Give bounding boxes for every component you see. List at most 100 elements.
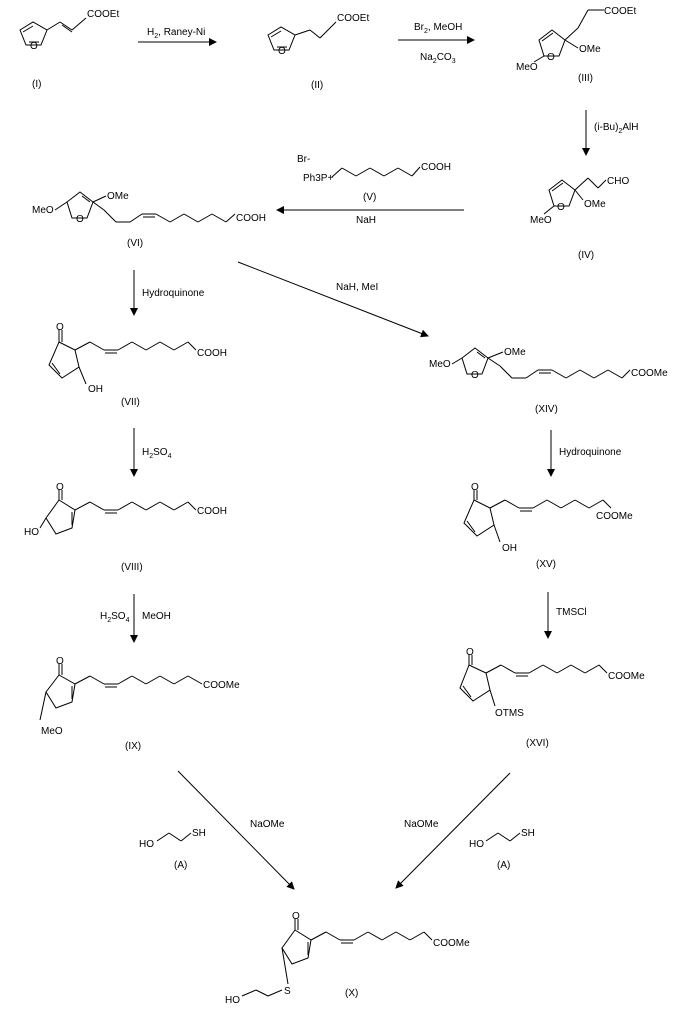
compound-IX: O COOMe MeO (IX) <box>39 656 240 752</box>
compound-VIII: O COOH HO (VIII) <box>24 482 227 573</box>
group-S-X: S <box>284 986 291 997</box>
group-COOH-V: COOH <box>421 162 451 173</box>
group-OTMS-XVI: OTMS <box>495 708 524 719</box>
compound-label-A-left: (A) <box>174 860 187 871</box>
compound-XIV: O OMe MeO COOMe (XIV) <box>429 347 668 415</box>
compound-A-right-structure <box>485 832 521 842</box>
compound-XV: O COOMe OH (XV) <box>463 482 633 570</box>
reagent-NaH: NaH <box>356 215 376 226</box>
compound-label-III: (III) <box>578 73 593 84</box>
group-OMe-XIV: OMe <box>504 347 526 358</box>
compound-X-structure <box>241 919 433 997</box>
compound-label-X: (X) <box>345 988 358 999</box>
compound-label-XIV: (XIV) <box>535 404 558 415</box>
reagent-Br2-MeOH: Br2, MeOH <box>414 22 462 35</box>
group-COOMe-X: COOMe <box>433 938 470 949</box>
group-OMe-IV: OMe <box>584 199 606 210</box>
group-MeO-III: MeO <box>516 62 538 73</box>
compound-XVI-structure <box>459 655 608 707</box>
ketone-oxygen: O <box>56 656 64 667</box>
compound-A-left: HO SH (A) <box>139 828 206 871</box>
furan-oxygen: O <box>30 41 38 52</box>
ketone-oxygen: O <box>471 482 479 493</box>
reagent-H2SO4-2: H2SO4 <box>100 611 130 624</box>
group-MeO-IX: MeO <box>41 726 63 737</box>
compound-label-VIII: (VIII) <box>121 562 143 573</box>
reagent-hydroquinone-2: Hydroquinone <box>559 447 622 458</box>
group-MeO-VI: MeO <box>32 205 54 216</box>
compound-X: O COOMe S HO (X) <box>225 911 470 1006</box>
furan-oxygen: O <box>278 46 286 57</box>
arrow-IX-to-X <box>177 770 295 890</box>
compound-III: O COOEt OMe MeO (III) <box>516 6 636 84</box>
group-Ph3P-V: Ph3P+ <box>303 173 333 184</box>
reagent-iBu2AlH: (i-Bu)2AlH <box>594 122 638 135</box>
group-CHO-IV: CHO <box>607 176 629 187</box>
compound-VIII-structure <box>39 490 197 535</box>
compound-label-IV: (IV) <box>578 250 594 261</box>
arrow-XVI-to-X <box>395 772 511 889</box>
compound-XV-structure <box>463 490 612 543</box>
ketone-oxygen: O <box>56 482 64 493</box>
dihydrofuran-oxygen: O <box>76 214 84 225</box>
group-OH-VII: OH <box>88 384 103 395</box>
reagent-NaOMe-left: NaOMe <box>250 819 285 830</box>
group-SH-A-left: SH <box>192 828 206 839</box>
compound-IV-structure <box>543 177 607 215</box>
group-HO-A-left: HO <box>139 839 154 850</box>
dihydrofuran-oxygen: O <box>557 202 565 213</box>
group-COOEt-III: COOEt <box>604 6 636 17</box>
compound-A-left-structure <box>156 832 192 842</box>
group-Br-V: Br- <box>297 154 310 165</box>
compound-VII-structure <box>48 330 197 385</box>
compound-label-VI: (VI) <box>127 238 143 249</box>
reagent-H2-RaneyNi: H2, Raney-Ni <box>147 27 205 40</box>
compound-II-structure <box>267 21 337 51</box>
reagent-NaH-MeI: NaH, MeI <box>336 282 378 293</box>
compound-II: O COOEt (II) <box>267 13 369 91</box>
group-HO-X: HO <box>225 995 240 1006</box>
group-MeO-IV: MeO <box>530 215 552 226</box>
compound-IX-structure <box>39 664 203 721</box>
compound-label-A-right: (A) <box>497 860 510 871</box>
dihydrofuran-oxygen: O <box>471 370 479 381</box>
compound-A-right: HO SH (A) <box>469 828 535 871</box>
group-HO-A-right: HO <box>469 839 484 850</box>
compound-label-II: (II) <box>311 80 323 91</box>
compound-IV: O CHO OMe MeO (IV) <box>530 176 629 261</box>
group-COOMe-XV: COOMe <box>596 511 633 522</box>
group-OMe-VI: OMe <box>107 191 129 202</box>
group-COOEt-II: COOEt <box>337 13 369 24</box>
reagent-Na2CO3: Na2CO3 <box>420 52 456 65</box>
compound-VI: O OMe MeO COOH (VI) <box>32 191 266 249</box>
compound-label-I: (I) <box>32 79 41 90</box>
compound-XIV-structure <box>451 347 631 379</box>
ketone-oxygen: O <box>56 322 64 333</box>
reagent-TMSCl: TMSCl <box>556 607 587 618</box>
group-OH-XV: OH <box>502 543 517 554</box>
reagent-MeOH: MeOH <box>142 611 171 622</box>
compound-VII: O COOH OH (VII) <box>48 322 227 408</box>
compound-label-XVI: (XVI) <box>526 738 549 749</box>
group-COOEt-I: COOEt <box>87 9 119 20</box>
group-COOH-VI: COOH <box>236 213 266 224</box>
compound-V: Br- Ph3P+ COOH (V) <box>297 154 451 203</box>
group-COOH-VII: COOH <box>197 348 227 359</box>
compound-I: O COOEt (I) <box>19 9 119 90</box>
reagent-hydroquinone-1: Hydroquinone <box>142 288 205 299</box>
compound-label-VII: (VII) <box>121 397 140 408</box>
compound-label-XV: (XV) <box>536 559 556 570</box>
group-OMe-III: OMe <box>579 44 601 55</box>
compound-label-V: (V) <box>363 192 376 203</box>
arrow-VI-to-XIV <box>237 261 429 338</box>
ketone-oxygen: O <box>466 647 474 658</box>
compound-III-structure <box>533 9 604 63</box>
reagent-H2SO4-1: H2SO4 <box>142 447 172 460</box>
ketone-oxygen: O <box>292 911 300 922</box>
group-COOMe-XVI: COOMe <box>608 671 645 682</box>
compound-V-structure <box>331 166 421 178</box>
group-COOH-VIII: COOH <box>197 506 227 517</box>
group-SH-A-right: SH <box>521 828 535 839</box>
